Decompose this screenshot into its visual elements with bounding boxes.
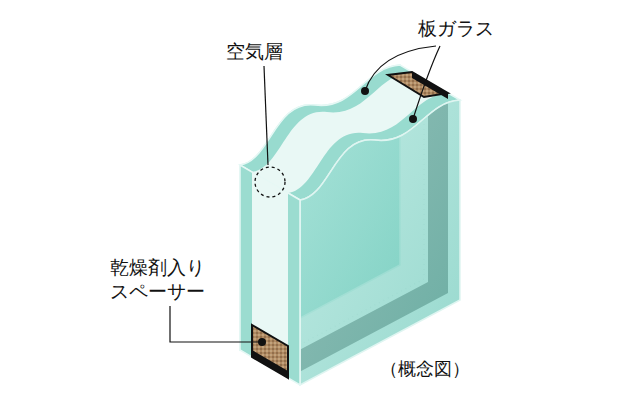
spacer-section <box>252 325 288 378</box>
front-pane <box>300 100 460 385</box>
leader-line <box>264 66 268 165</box>
caption: （概念図） <box>380 358 470 381</box>
label-text: 空気層 <box>226 40 283 62</box>
label-text: 板ガラス <box>418 17 494 39</box>
leader-dot <box>409 115 417 123</box>
label-text: 乾燥剤入り スペーサー <box>110 256 205 302</box>
spacer-base <box>252 350 288 378</box>
part-label: 乾燥剤入り スペーサー <box>110 256 213 304</box>
spacer-base <box>412 72 448 99</box>
leader-line <box>413 46 440 119</box>
leader-line <box>170 306 262 342</box>
leader-dot <box>361 87 369 95</box>
leader-dot <box>258 338 266 346</box>
leader-line <box>365 46 436 91</box>
label-text: （概念図） <box>380 358 470 379</box>
left-cut-face <box>240 165 300 385</box>
part-label: 空気層 <box>226 40 283 64</box>
left-air-gap <box>252 172 288 378</box>
part-label: 板ガラス <box>418 17 494 41</box>
air-layer-marker <box>255 167 285 197</box>
